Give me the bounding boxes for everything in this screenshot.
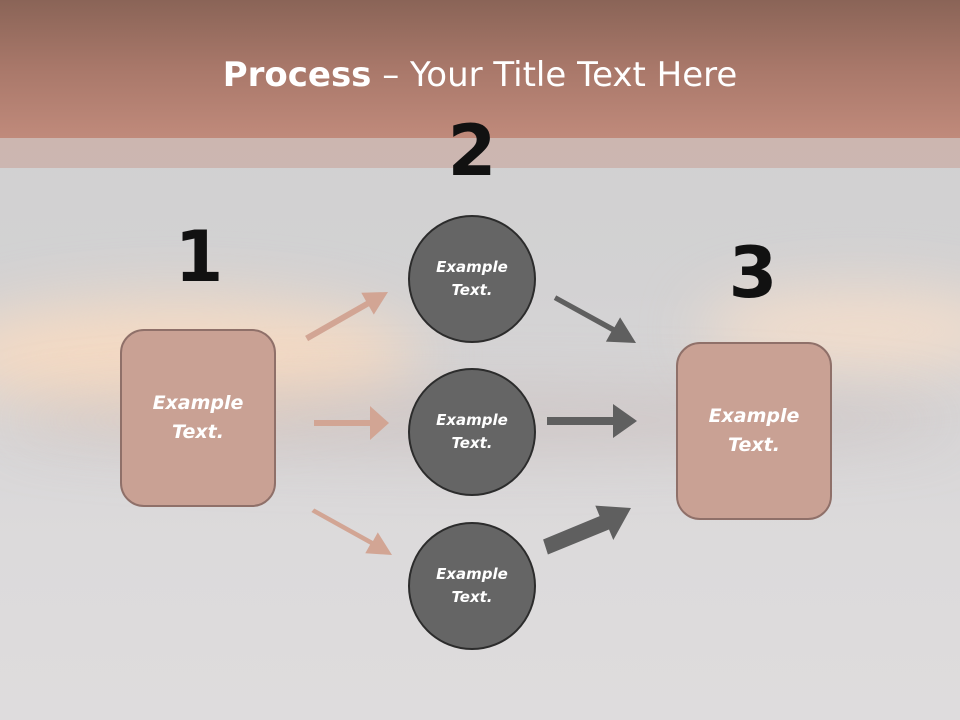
step-number-1: 1 [174,216,224,298]
step-number-3: 3 [728,232,778,314]
header-band [0,138,960,168]
arrow-to-middle-circle [314,406,389,440]
circle-middle-label: Example Text. [436,411,508,452]
step-box-1: Example Text. [120,329,276,507]
circle-bottom-label: Example Text. [436,565,508,606]
step-number-2: 2 [447,110,497,192]
arrow-from-bottom-circle [543,505,631,555]
title-rest: – Your Title Text Here [371,55,738,95]
step-box-1-label: Example Text. [152,392,244,443]
arrow-to-top-circle [305,292,388,342]
arrow-from-top-circle [553,295,636,343]
slide-title: Process – Your Title Text Here [0,52,960,98]
circle-top: Example Text. [408,215,536,343]
header-bar [0,0,960,138]
circle-top-label: Example Text. [436,258,508,299]
title-strong: Process [222,55,372,95]
step-box-3-label: Example Text. [708,405,800,456]
circle-middle: Example Text. [408,368,536,496]
circle-bottom: Example Text. [408,522,536,650]
arrow-from-middle-circle [547,404,637,438]
arrow-to-bottom-circle [311,508,392,555]
step-box-3: Example Text. [676,342,832,520]
